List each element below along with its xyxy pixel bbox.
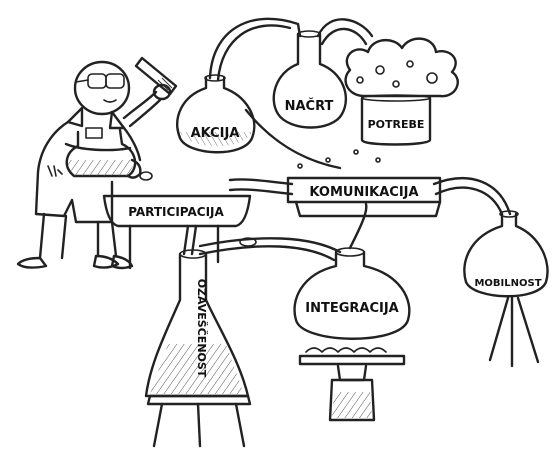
- komunikacija-label: KOMUNIKACIJA: [309, 185, 418, 200]
- participacija-box: PARTICIPACIJA: [102, 194, 252, 270]
- potrebe-label: POTREBE: [368, 118, 425, 131]
- potrebe-beaker: POTREBE: [344, 37, 459, 146]
- nacrt-flask: NAČRT: [272, 30, 347, 129]
- komunikacija-box: KOMUNIKACIJA: [286, 149, 442, 218]
- scientist-figure: [16, 56, 178, 270]
- mobilnost-flask: MOBILNOST: [463, 210, 549, 368]
- mobilnost-label: MOBILNOST: [474, 278, 541, 289]
- ozavescenost-flask: OZAVEŠČENOST: [144, 249, 252, 448]
- participacija-label: PARTICIPACIJA: [128, 205, 224, 219]
- akcija-flask: AKCIJA: [176, 74, 256, 154]
- integracija-flask: INTEGRACIJA: [293, 247, 411, 422]
- nacrt-label: NAČRT: [285, 98, 334, 114]
- ozavescenost-label: OZAVEŠČENOST: [195, 279, 208, 378]
- akcija-label: AKCIJA: [191, 126, 240, 141]
- integracija-label: INTEGRACIJA: [305, 301, 398, 316]
